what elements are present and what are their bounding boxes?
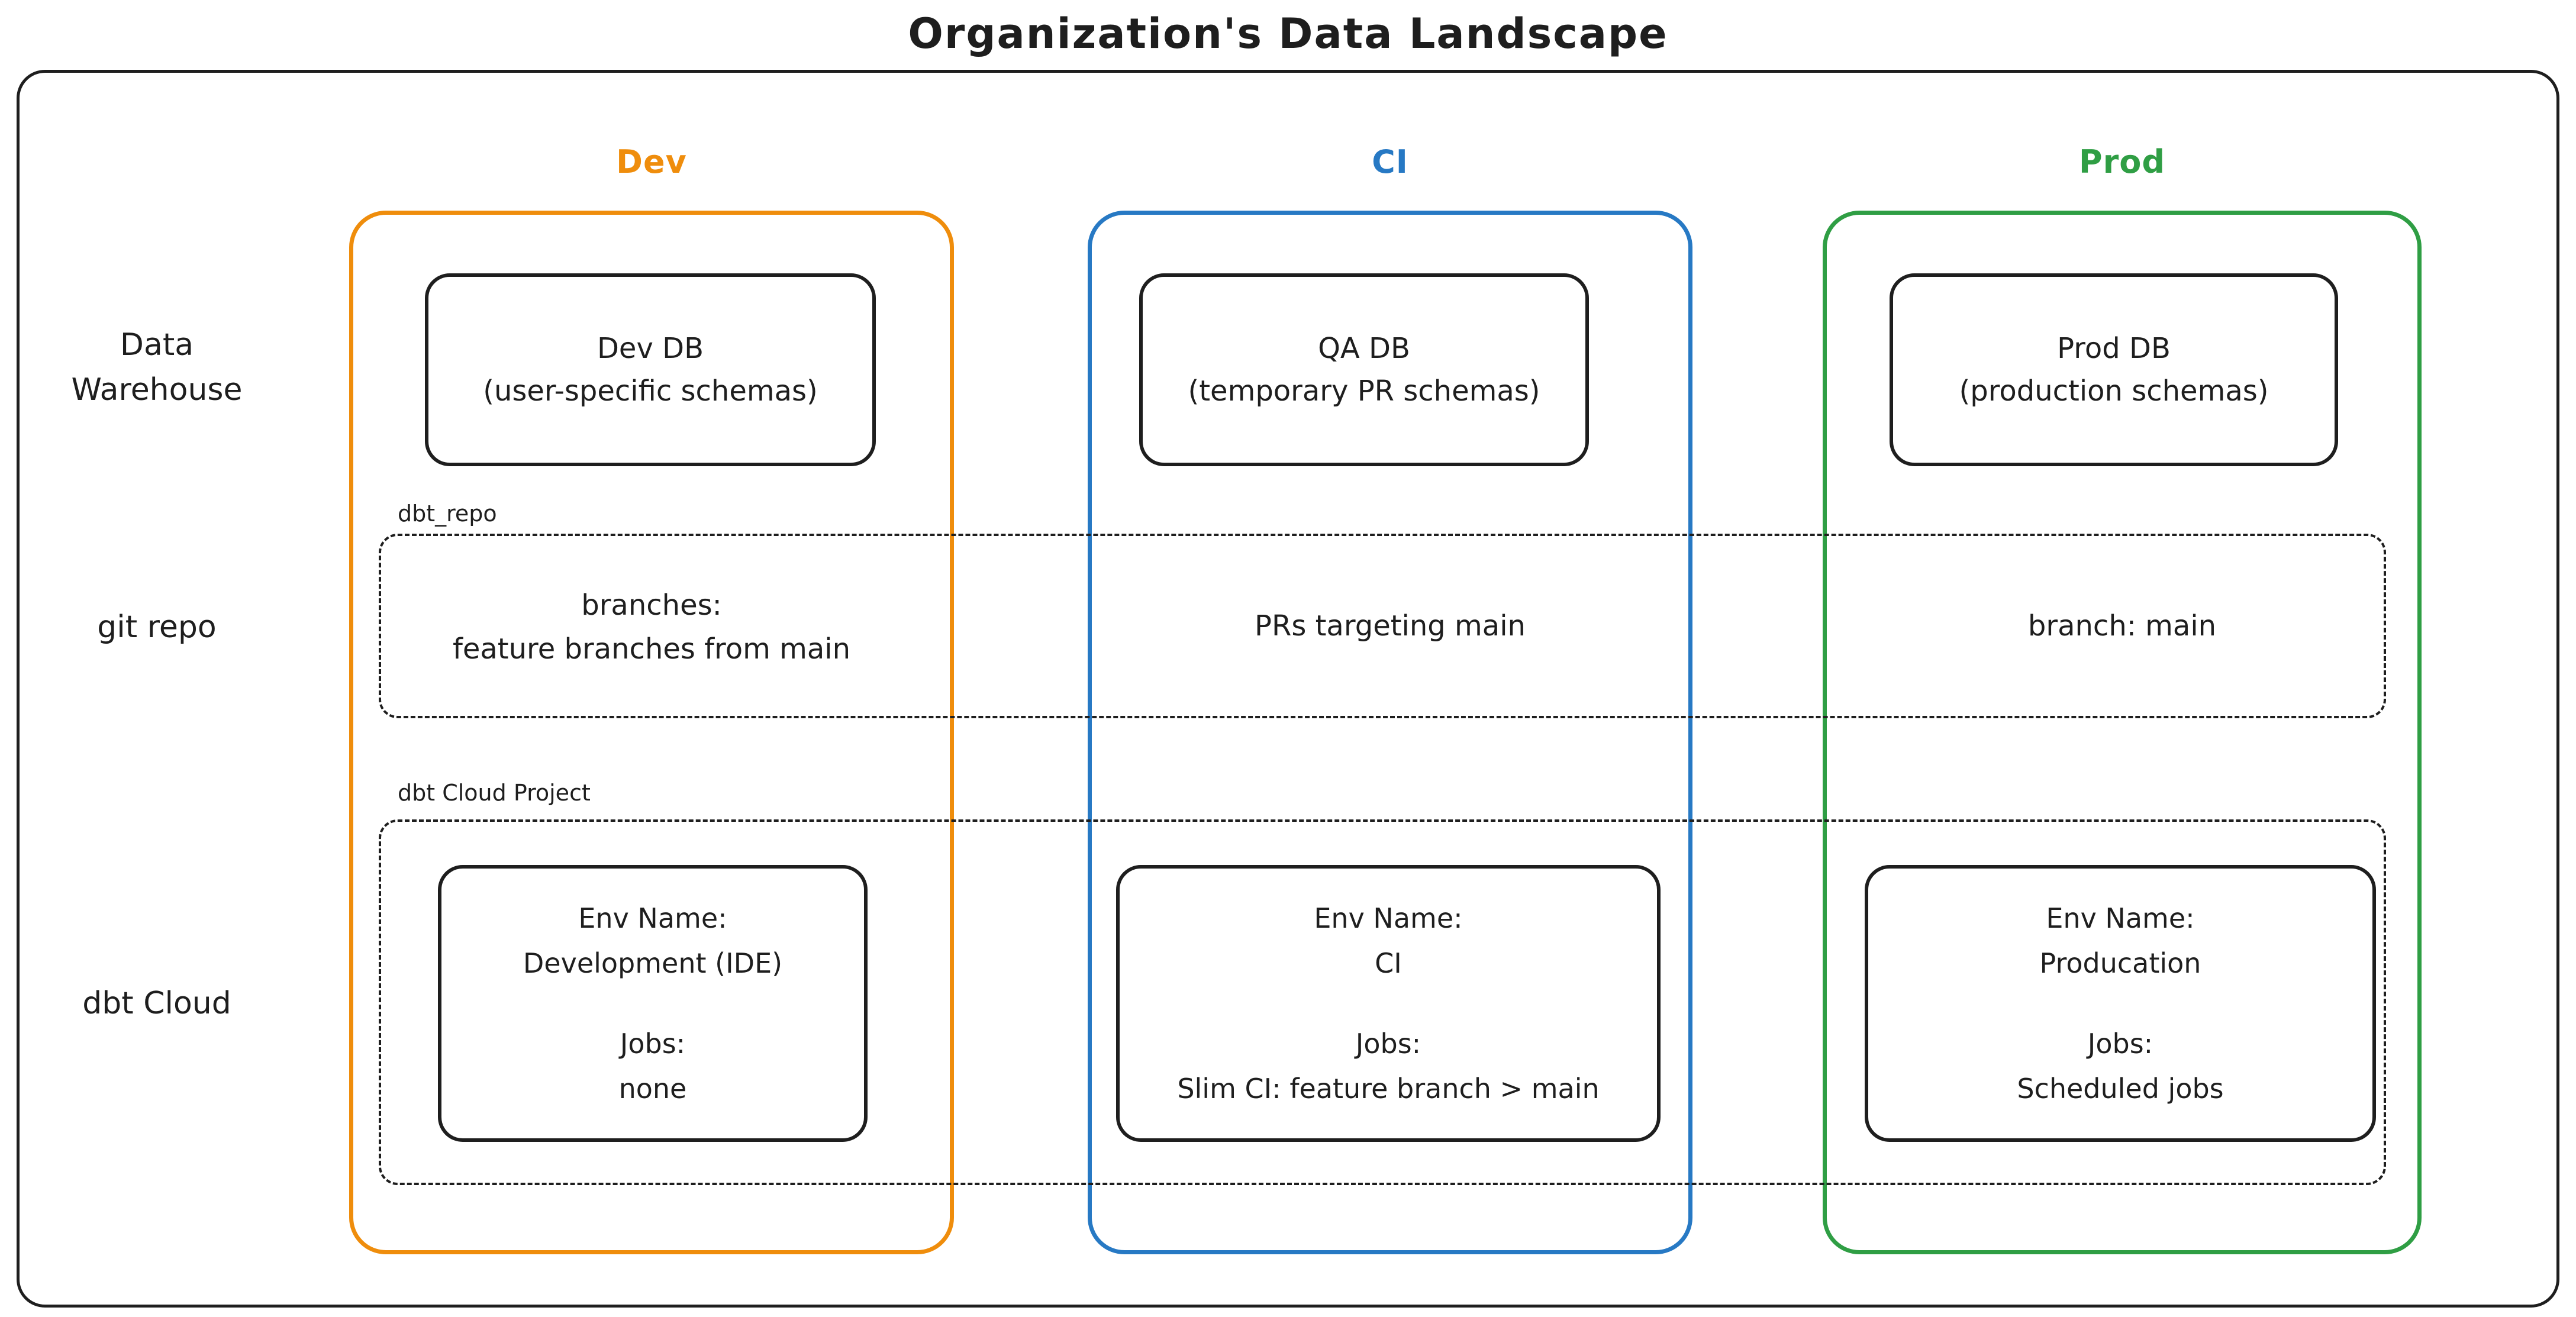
jobs-label: Jobs: xyxy=(1355,1028,1421,1060)
node-dbt-env-dev: Env Name: Development (IDE) Jobs: none xyxy=(438,865,868,1142)
dbt-cloud-project-dashed-box xyxy=(379,819,2386,1185)
node-dbt-env-ci-jobs: Jobs: Slim CI: feature branch > main xyxy=(1177,1021,1599,1111)
node-dev-db-title: Dev DB xyxy=(597,332,704,365)
env-name-label: Env Name: xyxy=(578,902,727,934)
dbt-cloud-project-group-label: dbt Cloud Project xyxy=(398,780,591,806)
column-box-ci xyxy=(1088,211,1692,1254)
node-qa-db: QA DB (temporary PR schemas) xyxy=(1139,273,1589,466)
git-repo-dev-text: branches: feature branches from main xyxy=(367,583,936,671)
jobs-value: Scheduled jobs xyxy=(2017,1073,2224,1105)
node-dbt-env-prod-env: Env Name: Producation xyxy=(2040,896,2201,986)
row-label-data-warehouse: Data Warehouse xyxy=(24,322,290,412)
env-name-value: CI xyxy=(1375,947,1402,979)
node-qa-db-subtitle: (temporary PR schemas) xyxy=(1188,375,1540,408)
node-prod-db-subtitle: (production schemas) xyxy=(1959,375,2269,408)
column-header-prod: Prod xyxy=(2079,143,2165,180)
outer-container xyxy=(17,70,2559,1308)
env-name-label: Env Name: xyxy=(1314,902,1463,934)
git-repo-dashed-box xyxy=(379,534,2386,718)
jobs-label: Jobs: xyxy=(2087,1028,2153,1060)
git-repo-dev-line1: branches: xyxy=(581,589,722,622)
node-dbt-env-prod: Env Name: Producation Jobs: Scheduled jo… xyxy=(1865,865,2376,1142)
jobs-value: none xyxy=(618,1073,687,1105)
node-prod-db: Prod DB (production schemas) xyxy=(1890,273,2338,466)
column-header-dev: Dev xyxy=(616,143,687,180)
jobs-value: Slim CI: feature branch > main xyxy=(1177,1073,1600,1105)
node-dbt-env-prod-jobs: Jobs: Scheduled jobs xyxy=(2017,1021,2223,1111)
row-label-data-warehouse-line1: Data xyxy=(120,327,194,363)
node-dbt-env-dev-jobs: Jobs: none xyxy=(619,1021,687,1111)
column-box-dev xyxy=(349,211,954,1254)
git-repo-ci-text: PRs targeting main xyxy=(1255,609,1526,643)
node-dbt-env-ci-env: Env Name: CI xyxy=(1314,896,1462,986)
env-name-value: Development (IDE) xyxy=(523,947,783,979)
env-name-value: Producation xyxy=(2039,947,2201,979)
git-repo-prod-text: branch: main xyxy=(2027,609,2217,643)
node-dbt-env-ci: Env Name: CI Jobs: Slim CI: feature bran… xyxy=(1116,865,1661,1142)
row-label-dbt-cloud: dbt Cloud xyxy=(82,986,231,1021)
column-header-ci: CI xyxy=(1372,143,1408,180)
node-prod-db-title: Prod DB xyxy=(2057,332,2171,365)
node-dev-db: Dev DB (user-specific schemas) xyxy=(425,273,876,466)
diagram-title: Organization's Data Landscape xyxy=(908,9,1668,58)
git-repo-dev-line2: feature branches from main xyxy=(452,632,851,666)
node-dbt-env-dev-env: Env Name: Development (IDE) xyxy=(523,896,782,986)
env-name-label: Env Name: xyxy=(2046,902,2195,934)
jobs-label: Jobs: xyxy=(620,1028,686,1060)
node-qa-db-title: QA DB xyxy=(1318,332,1410,365)
row-label-git-repo: git repo xyxy=(97,609,217,645)
row-label-data-warehouse-line2: Warehouse xyxy=(71,372,243,408)
column-box-prod xyxy=(1823,211,2422,1254)
node-dev-db-subtitle: (user-specific schemas) xyxy=(483,375,818,408)
git-repo-group-label: dbt_repo xyxy=(398,501,497,527)
